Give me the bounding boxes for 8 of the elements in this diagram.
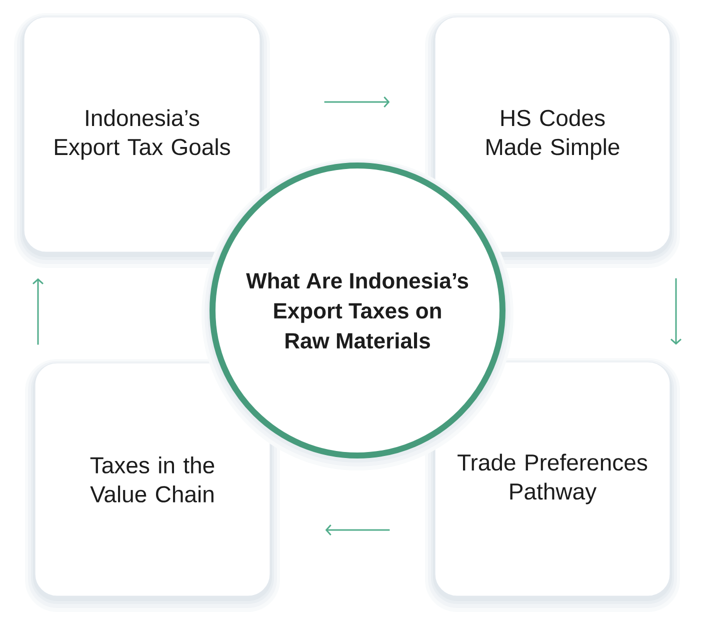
arrow — [32, 278, 44, 345]
topic-card: Indonesia’s Export Tax Goals — [14, 13, 270, 268]
arrow — [670, 278, 682, 345]
topic-card: Trade Preferences Pathway — [425, 358, 680, 612]
topic-card: HS Codes Made Simple — [425, 13, 680, 268]
topic-card: Taxes in the Value Chain — [25, 359, 280, 612]
arrow — [324, 96, 390, 108]
arrow — [325, 524, 390, 536]
